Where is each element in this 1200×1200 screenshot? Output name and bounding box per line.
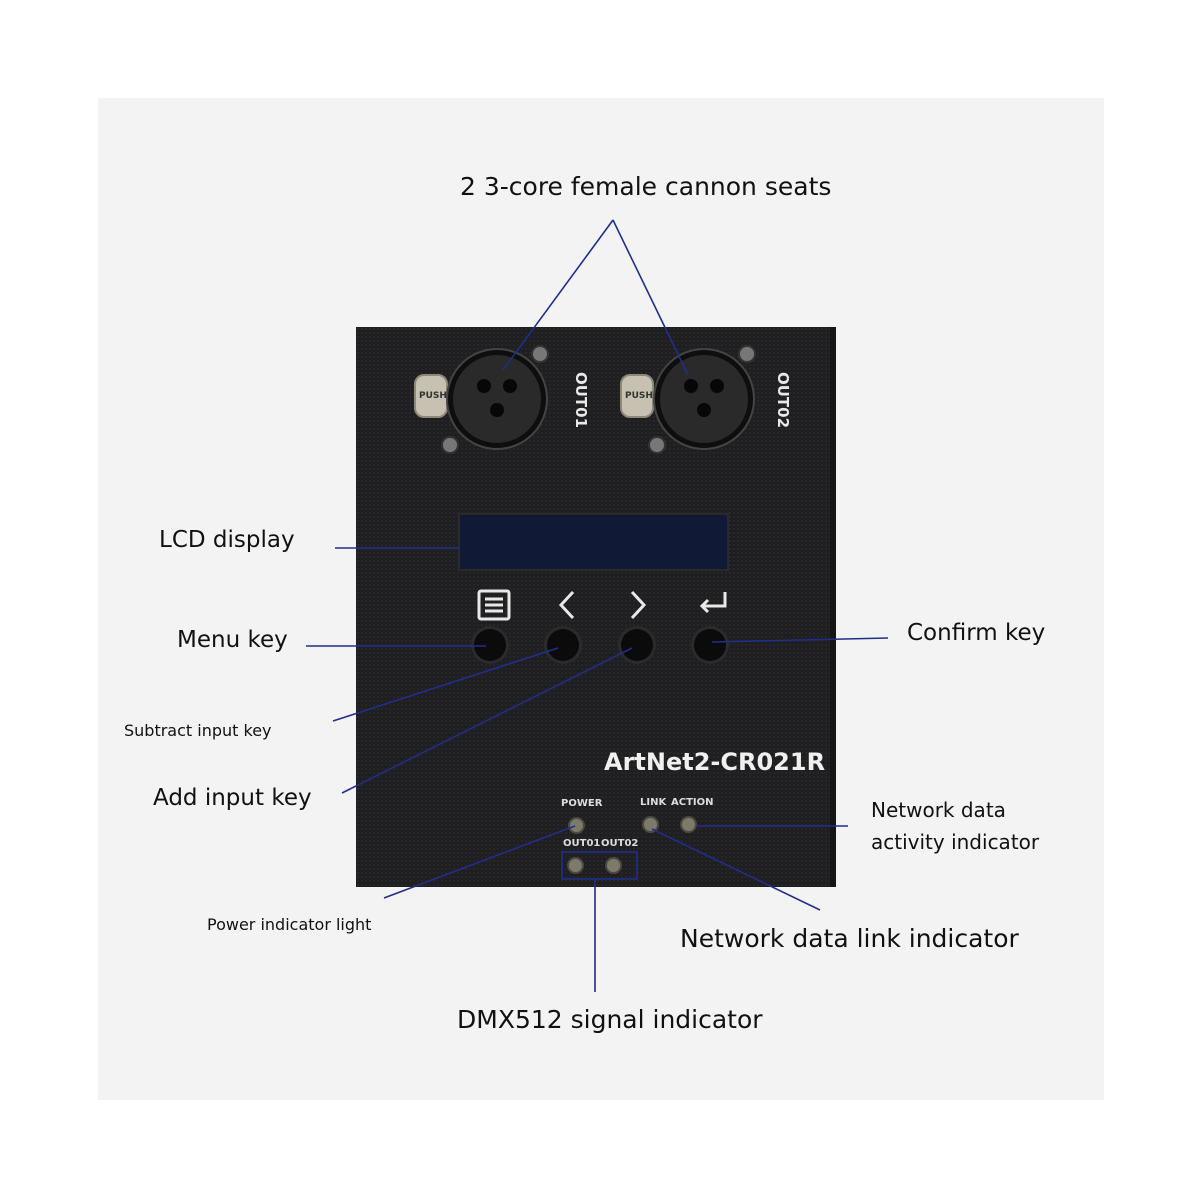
label-menu-key: Menu key xyxy=(177,627,288,653)
dmx-led-bracket xyxy=(561,851,638,880)
leader-add xyxy=(341,647,633,794)
link-led xyxy=(644,818,657,831)
push-latch-1: PUSH xyxy=(414,374,448,418)
subtract-key[interactable] xyxy=(547,629,579,661)
out02-led xyxy=(607,859,620,872)
leader-cannon-1 xyxy=(502,219,614,371)
screw-icon xyxy=(650,438,664,452)
leader-link xyxy=(651,828,821,911)
enter-icon xyxy=(699,592,727,614)
title-cannon-seats: 2 3-core female cannon seats xyxy=(460,172,832,201)
label-network-activity: Network data activity indicator xyxy=(871,798,1040,854)
leader-confirm xyxy=(711,637,889,643)
menu-icon xyxy=(477,589,511,621)
lcd-display xyxy=(458,513,729,571)
label-subtract-input-key: Subtract input key xyxy=(124,721,272,740)
model-name: ArtNet2-CR021R xyxy=(604,748,826,776)
label-add-input-key: Add input key xyxy=(153,785,312,811)
leader-subtract xyxy=(332,647,559,722)
out01-led-label: OUT01 xyxy=(563,838,601,849)
out01-led xyxy=(569,859,582,872)
screw-icon xyxy=(740,347,754,361)
menu-key[interactable] xyxy=(474,629,506,661)
leader-power xyxy=(383,825,576,899)
action-led-label: ACTION xyxy=(671,797,714,808)
label-dmx-signal-indicator: DMX512 signal indicator xyxy=(457,1005,763,1034)
chevron-right-icon xyxy=(630,590,647,620)
confirm-key[interactable] xyxy=(694,629,726,661)
add-key[interactable] xyxy=(621,629,653,661)
push-latch-2: PUSH xyxy=(620,374,654,418)
xlr-connector-out01 xyxy=(453,355,541,443)
screw-icon xyxy=(533,347,547,361)
xlr-connector-out02 xyxy=(660,355,748,443)
label-network-link-indicator: Network data link indicator xyxy=(680,924,1019,953)
out02-led-label: OUT02 xyxy=(601,838,639,849)
label-power-indicator: Power indicator light xyxy=(207,915,372,934)
label-lcd-display: LCD display xyxy=(159,527,295,553)
label-confirm-key: Confirm key xyxy=(907,620,1046,646)
link-led-label: LINK xyxy=(640,797,667,808)
screw-icon xyxy=(443,438,457,452)
power-led xyxy=(570,819,583,832)
artnet-device-panel xyxy=(356,327,836,887)
action-led xyxy=(682,818,695,831)
power-led-label: POWER xyxy=(561,798,603,809)
leader-cannon-2 xyxy=(612,219,689,376)
chevron-left-icon xyxy=(558,590,575,620)
